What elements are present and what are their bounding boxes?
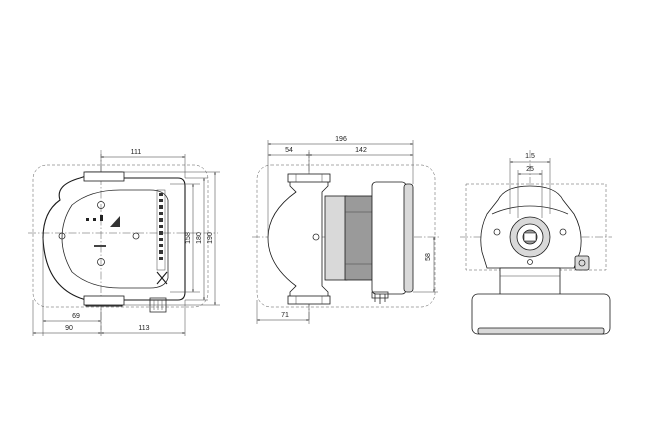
dim-side-142: 142 <box>355 147 367 154</box>
dim-front-180: 180 <box>196 232 203 244</box>
front-screw-right <box>132 232 140 240</box>
end-drain-screw <box>527 259 533 265</box>
front-speed-indicator-icon <box>110 216 120 227</box>
side-control-box <box>371 181 407 295</box>
dim-side-54: 54 <box>285 147 293 154</box>
front-led-1 <box>86 218 89 221</box>
dim-side-58: 58 <box>425 253 432 261</box>
end-bolt-left <box>493 228 501 236</box>
front-label-strip <box>156 189 166 271</box>
dim-end-25: 25 <box>526 166 534 173</box>
end-bolt-right <box>559 228 567 236</box>
dim-front-111: 111 <box>131 149 142 156</box>
side-view: 196 54 142 58 71 <box>252 136 440 324</box>
front-screw-top <box>97 201 105 209</box>
side-control-cover <box>403 183 414 293</box>
side-motor-collar <box>324 195 348 281</box>
dim-front-158: 158 <box>185 232 192 244</box>
dim-front-69: 69 <box>72 313 80 320</box>
end-control-cover <box>477 327 605 335</box>
front-screw-bottom <box>97 258 105 266</box>
side-cable-leads <box>374 294 386 304</box>
side-top-flange <box>287 173 331 183</box>
dim-front-90: 90 <box>65 325 73 332</box>
front-view: 111 158 180 190 69 90 113 <box>28 149 220 336</box>
dim-side-196: 196 <box>335 136 347 143</box>
end-motor-neck <box>499 267 561 297</box>
dim-end-1-5: 1.5 <box>525 153 535 160</box>
end-cable-connector <box>574 255 590 271</box>
end-shaft-nut <box>523 232 537 242</box>
front-pump-housing <box>42 171 186 307</box>
side-cable-gland <box>371 291 389 299</box>
front-bottom-flange <box>83 295 125 306</box>
side-vent-screw <box>312 233 320 241</box>
side-bottom-flange <box>287 295 331 305</box>
dim-side-71: 71 <box>281 312 289 319</box>
side-envelope-outline <box>256 164 436 308</box>
front-envelope-outline <box>32 164 209 308</box>
dim-front-190: 190 <box>207 232 214 244</box>
end-view: 1.5 25 <box>460 150 612 335</box>
front-led-3 <box>100 215 103 221</box>
front-screw-left <box>58 232 66 240</box>
front-brand-x-icon <box>156 271 168 285</box>
dim-front-113: 113 <box>138 325 149 332</box>
side-motor-stator <box>344 195 374 281</box>
side-pump-body <box>267 179 329 299</box>
front-top-flange <box>83 171 125 182</box>
end-housing-rib <box>491 205 569 215</box>
front-logo-mark <box>94 245 106 247</box>
front-led-2 <box>93 218 96 221</box>
front-inner-panel <box>61 189 169 289</box>
front-label-strip-glyphs <box>159 193 163 260</box>
